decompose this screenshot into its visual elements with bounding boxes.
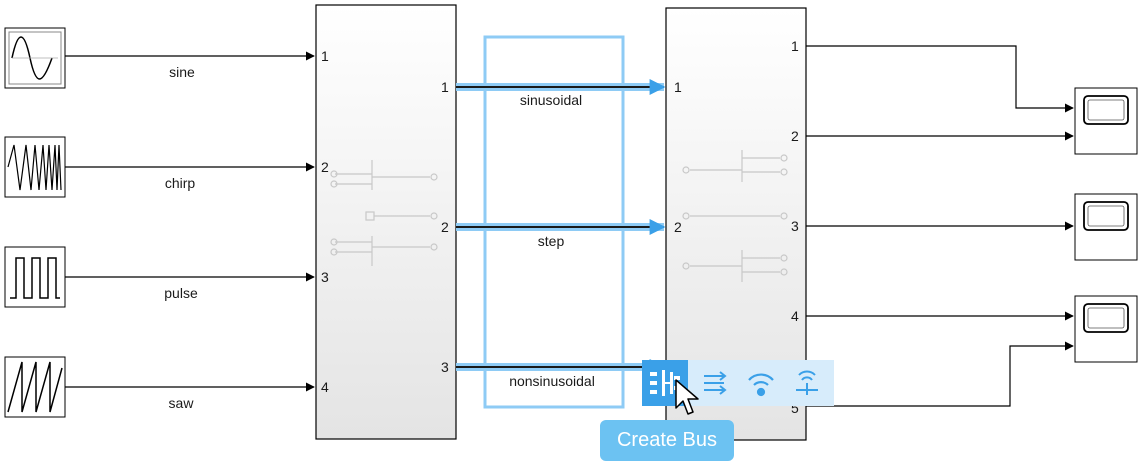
scope-icon: [1083, 95, 1129, 125]
bus-assignment-icon: [704, 371, 727, 395]
left-block-in-port-4: 4: [321, 379, 329, 395]
scope-icon: [1083, 201, 1129, 231]
scope-block-1[interactable]: [1074, 87, 1138, 155]
left-block-in-port-1: 1: [321, 48, 329, 64]
sawtooth-icon: [7, 361, 63, 413]
source-block-chirp[interactable]: [4, 136, 66, 198]
signal-label-pulse: pulse: [164, 285, 198, 301]
selection-box[interactable]: [483, 35, 625, 409]
broadcast-signal-icon: [748, 373, 774, 397]
right-block-out-port-3: 3: [791, 218, 799, 234]
signal-label-saw: saw: [169, 395, 195, 411]
left-subsystem-block[interactable]: [315, 4, 457, 440]
bus-creator-glyph: [330, 160, 438, 266]
left-block-out-port-3: 3: [441, 359, 449, 375]
left-block-out-port-2: 2: [441, 219, 449, 235]
mouse-cursor-icon: [675, 379, 699, 415]
scope-block-2[interactable]: [1074, 193, 1138, 261]
source-block-pulse[interactable]: [4, 246, 66, 308]
chirp-signal-icon: [7, 144, 62, 191]
scope-icon: [1083, 303, 1129, 333]
right-block-out-port-5: 5: [791, 400, 799, 416]
broadcast-signal-button[interactable]: [738, 360, 784, 406]
create-bus-tooltip: Create Bus: [600, 420, 734, 461]
bus-signal-label-nonsinusoidal: nonsinusoidal: [509, 373, 595, 389]
source-block-saw[interactable]: [4, 356, 66, 418]
quick-action-bar: [642, 360, 834, 406]
output-line-5[interactable]: [806, 341, 1074, 407]
left-block-in-port-3: 3: [321, 269, 329, 285]
signal-label-sine: sine: [169, 64, 195, 80]
bus-assignment-button[interactable]: [692, 360, 738, 406]
right-block-in-port-2: 2: [674, 219, 682, 235]
source-block-sine[interactable]: [4, 27, 66, 89]
left-block-in-port-2: 2: [321, 159, 329, 175]
bus-signal-label-step: step: [538, 233, 565, 249]
right-block-out-port-1: 1: [791, 38, 799, 54]
right-block-out-port-4: 4: [791, 308, 799, 324]
signal-label-chirp: chirp: [165, 175, 196, 191]
pulse-generator-icon: [10, 257, 60, 299]
output-line-1[interactable]: [806, 45, 1074, 113]
signal-tap-icon: [796, 370, 818, 395]
selected-signal-lines[interactable]: [456, 79, 666, 375]
bus-selector-glyph: [682, 150, 788, 282]
right-block-out-port-2: 2: [791, 128, 799, 144]
bus-signal-label-sinusoidal: sinusoidal: [520, 92, 582, 108]
right-block-in-port-1: 1: [674, 79, 682, 95]
signal-tap-button[interactable]: [784, 360, 830, 406]
left-block-out-port-1: 1: [441, 79, 449, 95]
scope-block-3[interactable]: [1074, 295, 1138, 363]
